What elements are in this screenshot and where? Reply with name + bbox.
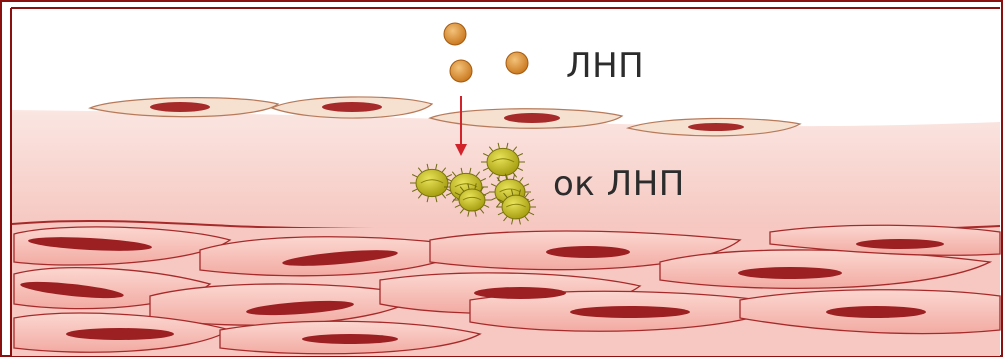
nucleus bbox=[570, 306, 690, 318]
ldl-particle bbox=[450, 60, 472, 82]
ldl-particle bbox=[444, 23, 466, 45]
nucleus bbox=[322, 102, 382, 112]
nucleus bbox=[302, 334, 398, 344]
ldl-particle bbox=[506, 52, 528, 74]
nucleus bbox=[826, 306, 926, 318]
nucleus bbox=[474, 287, 566, 299]
nucleus bbox=[66, 328, 174, 340]
ldl-label: ЛНП bbox=[566, 46, 644, 86]
nucleus bbox=[150, 102, 210, 112]
nucleus bbox=[856, 239, 944, 249]
nucleus bbox=[546, 246, 630, 258]
nucleus bbox=[688, 123, 744, 131]
nucleus bbox=[504, 113, 560, 123]
nucleus bbox=[738, 267, 842, 279]
ox-ldl-label: ок ЛНП bbox=[553, 164, 685, 204]
